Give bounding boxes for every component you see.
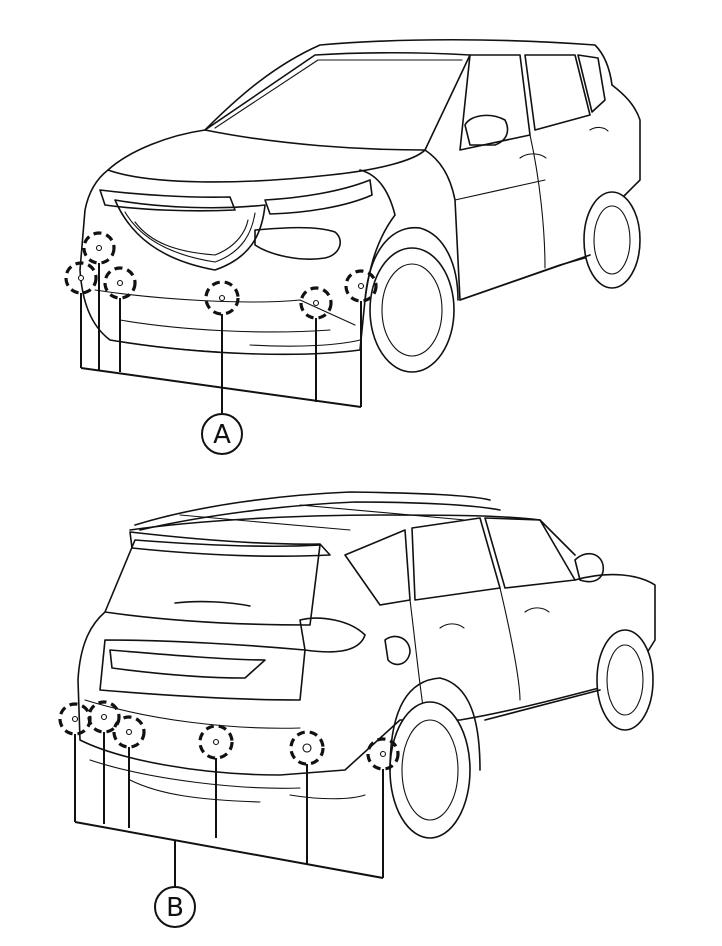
rear-roof-rack xyxy=(179,504,466,531)
front-grille xyxy=(114,199,266,271)
rear-fuel-door xyxy=(384,635,411,666)
front-sensor-6-dot xyxy=(357,282,365,290)
front-wheel-left-arch xyxy=(364,226,459,301)
rear-door-handle-1 xyxy=(439,623,465,629)
rear-wheel-far xyxy=(596,629,654,731)
rear-sensor-6-dot xyxy=(379,750,387,758)
rear-wheel-far-rim xyxy=(606,644,644,716)
rear-spoiler xyxy=(129,531,331,557)
rear-rocker xyxy=(484,689,601,721)
rear-taillight-right xyxy=(299,617,366,653)
rear-body xyxy=(77,573,656,776)
rear-sensor-1-dot xyxy=(71,715,79,723)
front-sensor-2 xyxy=(64,261,98,295)
front-door-handle-2 xyxy=(589,126,609,132)
rear-roof-rail-1 xyxy=(134,491,491,526)
front-windshield xyxy=(204,51,471,151)
rear-sensors xyxy=(58,700,400,771)
front-wheel-left xyxy=(369,247,455,373)
rear-sensor-4 xyxy=(198,724,234,760)
front-bumper-lip xyxy=(109,339,361,353)
front-wheel-rear xyxy=(583,191,641,289)
rear-sensor-4-dot xyxy=(212,738,220,746)
rear-sensor-2 xyxy=(87,700,121,734)
rear-taillight-bar xyxy=(109,649,266,679)
rear-door-line xyxy=(409,587,521,721)
front-roof-outline xyxy=(204,38,613,131)
rear-sensor-3 xyxy=(112,715,146,749)
rear-sensor-5-dot xyxy=(302,743,312,753)
front-side-windows xyxy=(459,54,606,151)
rear-wheel-near-arch xyxy=(389,677,481,771)
front-sensor-3-dot xyxy=(116,279,124,287)
rear-leader-bus xyxy=(74,821,384,879)
rear-sensor-2-dot xyxy=(100,713,108,721)
callout-b: B xyxy=(154,886,196,928)
front-vehicle-view xyxy=(79,38,641,373)
rear-roof-outline xyxy=(129,514,576,556)
callout-a-label: A xyxy=(213,420,231,450)
rear-vehicle-view xyxy=(77,491,656,839)
front-windshield-inner xyxy=(214,59,463,129)
rear-wheel-near-rim xyxy=(401,719,459,821)
front-headlight-right xyxy=(264,179,373,215)
rear-bumper-lower xyxy=(129,779,366,803)
front-door-handle-1 xyxy=(519,153,547,159)
front-sensors xyxy=(64,231,378,320)
front-sensor-3 xyxy=(103,266,137,300)
front-hood xyxy=(107,129,426,183)
rear-sensor-5 xyxy=(289,730,325,766)
rear-sensor-3-dot xyxy=(125,728,133,736)
rear-roof-rail-2 xyxy=(139,501,501,531)
front-mirror xyxy=(464,114,509,146)
front-headlight-left xyxy=(99,189,236,212)
callout-a-circle xyxy=(201,413,243,455)
rear-mirror xyxy=(574,552,605,583)
rear-tailgate xyxy=(99,639,306,701)
front-sensor-4-dot xyxy=(218,294,226,302)
front-sensor-2-dot xyxy=(77,274,85,282)
front-wheel-left-rim xyxy=(381,263,443,357)
front-sensor-1-dot xyxy=(95,244,103,252)
rear-sensor-6 xyxy=(366,737,400,771)
front-foglight-right xyxy=(254,226,341,260)
front-fascia xyxy=(79,169,396,356)
front-sensor-5 xyxy=(299,286,333,320)
front-sensor-1 xyxy=(82,231,116,265)
rear-side-windows xyxy=(344,517,576,606)
front-sensor-4 xyxy=(204,280,240,316)
front-grille-inner-2 xyxy=(134,219,249,256)
callout-b-label: B xyxy=(166,893,184,923)
rear-bumper-lines xyxy=(84,699,301,789)
front-rocker xyxy=(459,254,591,301)
front-sensor-5-dot xyxy=(312,299,320,307)
front-wheel-rear-rim xyxy=(593,205,631,275)
front-door-line xyxy=(454,134,546,269)
front-grille-inner-1 xyxy=(124,211,256,263)
callout-a: A xyxy=(201,413,243,455)
rear-window xyxy=(104,539,321,626)
rear-wiper xyxy=(174,600,251,607)
front-sensor-6 xyxy=(344,269,378,303)
rear-door-handle-2 xyxy=(524,607,550,613)
rear-leader-lines xyxy=(74,732,384,888)
callout-b-circle xyxy=(154,886,196,928)
front-leader-lines xyxy=(80,263,362,413)
